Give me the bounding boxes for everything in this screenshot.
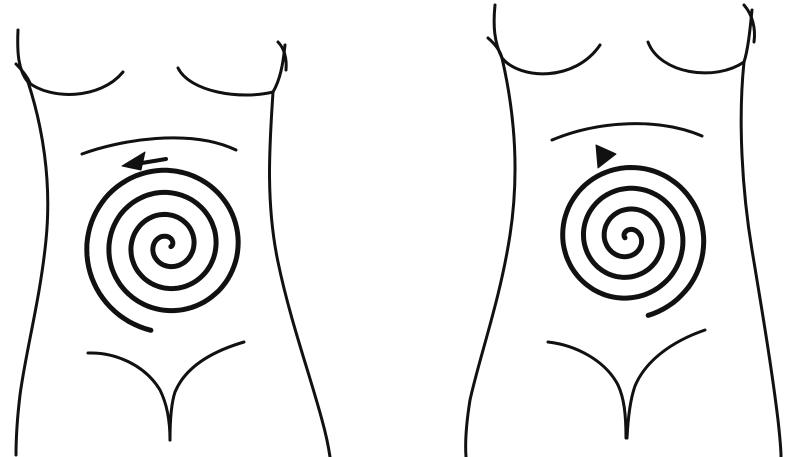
right-figure-right-hip-line (627, 330, 705, 438)
right-figure-right-side-outline (741, 10, 781, 457)
right-figure-clockwise-spiral (563, 168, 704, 316)
left-figure-left-hip-line (88, 353, 170, 440)
left-figure-arrowhead-icon (122, 152, 145, 170)
left-torso-figure (16, 30, 330, 457)
left-figure-left-side-outline (16, 30, 48, 455)
right-figure-arrowhead-icon (596, 145, 616, 168)
right-figure-right-breast (648, 42, 744, 73)
left-figure-right-breast (178, 68, 273, 95)
right-figure-left-hip-line (548, 342, 626, 438)
right-figure-left-side-outline (466, 5, 515, 457)
left-figure-left-breast (28, 72, 123, 94)
left-figure-right-side-outline (270, 45, 331, 457)
left-figure-right-hip-line (170, 342, 244, 440)
right-torso-figure (466, 5, 781, 457)
left-figure-shoulder-mark (16, 64, 30, 83)
right-figure-left-breast (502, 45, 600, 74)
left-figure-ribcage-line (82, 138, 236, 154)
left-figure-counterclockwise-spiral (87, 170, 238, 330)
right-figure-ribcage-line (552, 124, 702, 140)
